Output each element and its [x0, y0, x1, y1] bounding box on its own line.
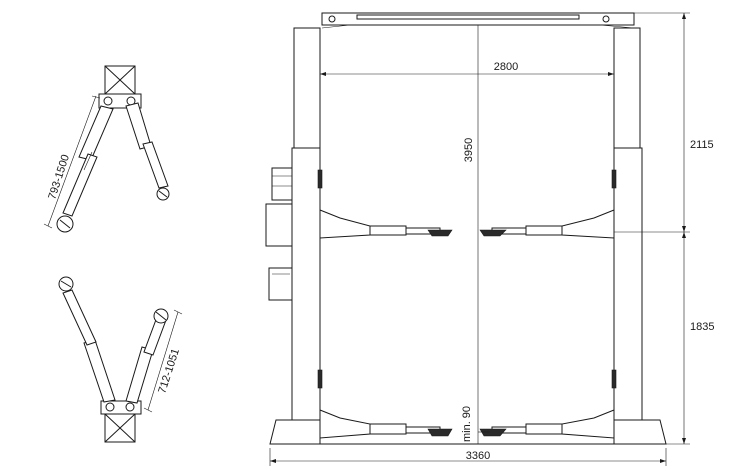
dim-overall-width: 3360 [269, 448, 667, 466]
dim-2115-label: 2115 [690, 139, 714, 151]
rear-arm-assembly: 712-1051 [58, 276, 183, 443]
left-base-plate [269, 419, 321, 445]
front-arm-left [56, 105, 114, 233]
dim-overall-height: 3950 [463, 25, 479, 444]
right-base-plate [613, 419, 667, 445]
rear-arm-right [125, 308, 169, 404]
dim-min-height: min. 90 [461, 406, 490, 442]
front-arm-assembly: 793-1500 [43, 65, 170, 233]
right-column-lower [613, 147, 643, 421]
right-column-upper [613, 27, 641, 149]
dim-right-heights: 2115 1835 [614, 12, 714, 445]
lower-arm-left [319, 409, 453, 439]
dim-3950-label: 3950 [463, 138, 475, 162]
left-column-lower [291, 147, 321, 421]
left-column-upper [293, 27, 321, 149]
upper-arm-left [319, 209, 453, 239]
dim-2800-label: 2800 [494, 61, 518, 73]
power-unit [265, 167, 293, 301]
dim-min90-label: min. 90 [461, 406, 473, 442]
upper-arm-right [479, 209, 615, 239]
dim-width-between-columns: 2800 [320, 61, 614, 76]
dim-1835-label: 1835 [690, 321, 714, 333]
front-arm-right [125, 102, 170, 201]
dim-3360-label: 3360 [466, 450, 490, 462]
lower-arm-right [479, 409, 615, 439]
dim-front-arm-range: 793-1500 [46, 153, 72, 201]
lift-front-view [265, 12, 667, 445]
rear-arm-left [58, 276, 116, 403]
